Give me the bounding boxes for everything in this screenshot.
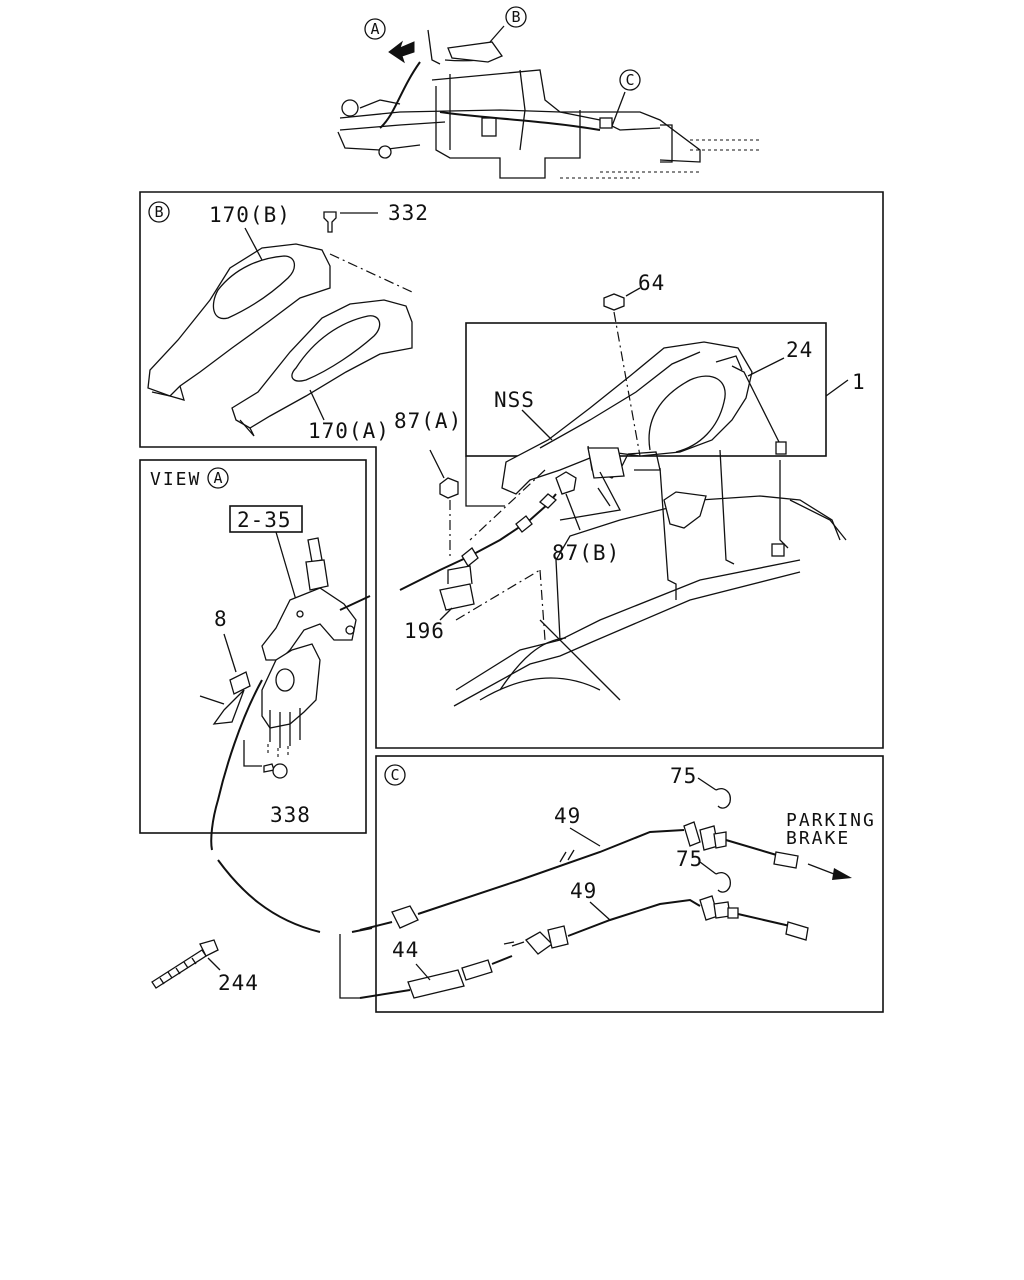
callout-c-letter: C [625,71,634,89]
panel-b-marker: B [154,203,163,221]
console-cover-170b [147,243,331,401]
view-a-panel: VIEW A 2-35 8 338 [139,459,367,834]
overview-sketch [337,25,760,179]
label-338: 338 [270,803,311,827]
panel-c: C [359,755,884,1013]
label-44: 44 [392,938,419,962]
floor-structure [453,445,847,707]
cable-equalizer-44 [359,955,513,999]
console-assembly [501,341,787,495]
cable-tie-244 [151,939,221,989]
parking-brake-line2: BRAKE [786,828,850,849]
panel-b: B [139,191,884,749]
direction-arrow-shaft [807,863,835,875]
label-332: 332 [388,201,429,225]
callout-a-letter: A [370,20,379,38]
console-cover-170a [231,299,413,437]
clip-75-lower [699,861,731,893]
direction-arrow-head [832,868,852,880]
front-cable [210,595,373,999]
label-196: 196 [404,619,445,643]
label-244: 244 [218,971,259,995]
label-87a: 87(A) [394,409,462,433]
label-170a: 170(A) [308,419,390,443]
parking-brake-lever [199,537,357,760]
parking-brake-line1: PARKING [786,810,876,831]
label-nss: NSS [494,388,535,412]
rear-cable-49-lower [503,895,809,955]
label-2-35: 2-35 [237,508,292,532]
label-87b: 87(B) [552,541,620,565]
view-a-marker: A [213,469,222,487]
screw-332 [323,211,378,233]
label-1: 1 [852,370,866,394]
clamp-87b [555,471,581,531]
overview-callout-b: B [505,6,527,28]
label-64: 64 [638,271,665,295]
label-8: 8 [214,607,228,631]
label-49-bottom: 49 [570,879,597,903]
bracket-196 [439,565,546,641]
rear-cable-49-upper [359,821,799,931]
nut-64 [603,287,641,457]
overview-callout-a: A [364,18,386,40]
view-a-title: VIEW [150,469,201,490]
cable-upper [399,469,611,591]
clamp-87a [429,449,459,560]
label-24: 24 [786,338,813,362]
label-75-top: 75 [670,764,697,788]
label-170b: 170(B) [209,203,291,227]
clip-75-upper [697,777,731,809]
panel-c-marker: C [390,766,399,784]
bolt-338 [243,740,288,779]
label-75-bottom: 75 [676,847,703,871]
overview-callout-c: C [619,69,641,91]
callout-b-letter: B [511,8,520,26]
label-49-top: 49 [554,804,581,828]
